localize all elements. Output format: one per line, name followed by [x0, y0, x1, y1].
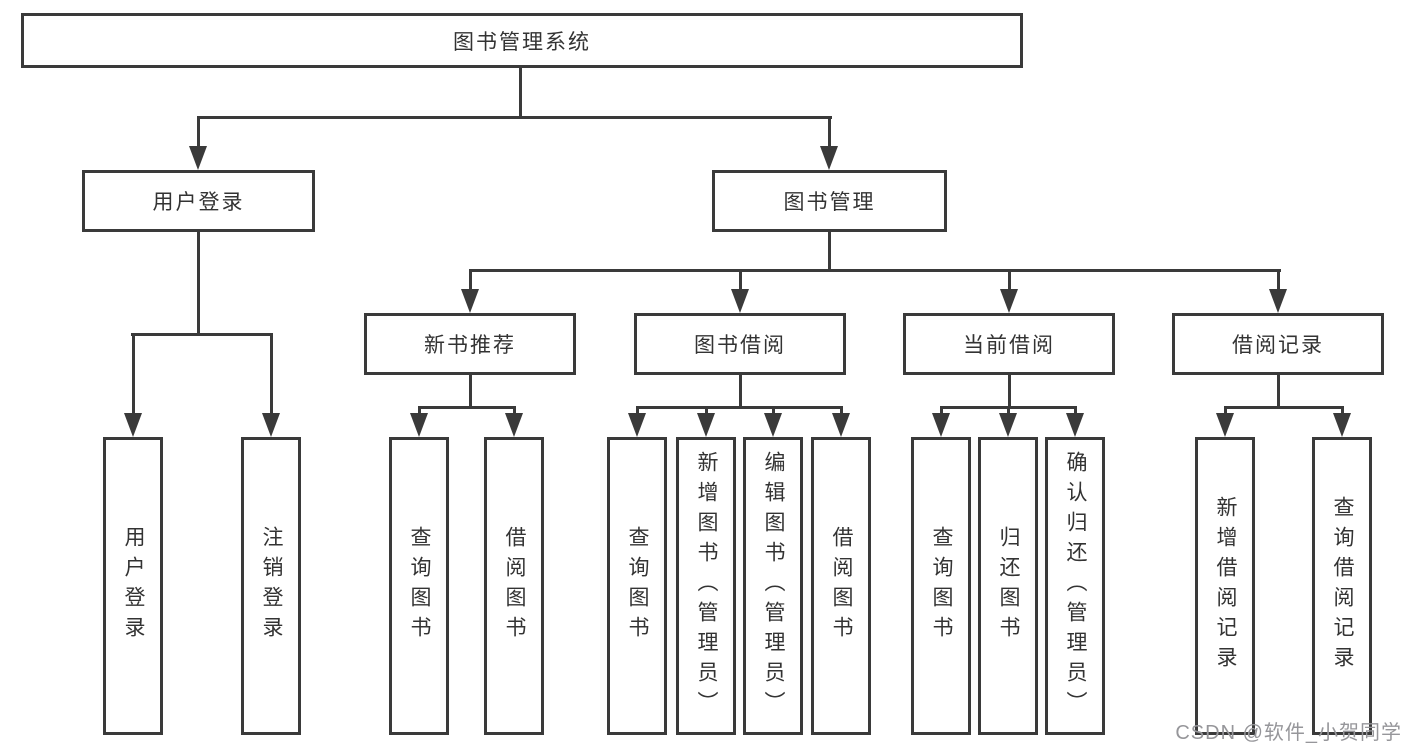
- connector-stem: [1277, 375, 1280, 409]
- node-borrowing-records: 借阅记录: [1172, 313, 1384, 375]
- arrow-down-icon: [1333, 413, 1351, 437]
- leaf-query-borrow-record: 查询借阅记录: [1312, 437, 1372, 735]
- connector-drop: [739, 269, 742, 291]
- connector-rail: [636, 406, 843, 409]
- connector-stem: [197, 232, 200, 335]
- arrow-down-icon: [999, 413, 1017, 437]
- connector-level1-rail: [197, 116, 832, 119]
- leaf-edit-book-admin: 编辑图书（管理员）: [743, 437, 803, 735]
- arrow-down-icon: [262, 413, 280, 437]
- connector-level2-rail: [469, 269, 1281, 272]
- connector-drop: [132, 333, 135, 415]
- node-book-management: 图书管理: [712, 170, 947, 232]
- connector-drop: [636, 406, 639, 418]
- connector-drop: [705, 406, 708, 418]
- arrow-down-icon: [764, 413, 782, 437]
- connector-rail: [1224, 406, 1344, 409]
- leaf-query-books-current: 查询图书: [911, 437, 971, 735]
- connector-drop: [270, 333, 273, 415]
- leaf-user-login: 用户登录: [103, 437, 163, 735]
- leaf-borrow-books-borrowing: 借阅图书: [811, 437, 871, 735]
- leaf-query-books-borrowing: 查询图书: [607, 437, 667, 735]
- leaf-add-borrow-record: 新增借阅记录: [1195, 437, 1255, 735]
- connector-drop: [418, 406, 421, 418]
- leaf-add-book-admin: 新增图书（管理员）: [676, 437, 736, 735]
- node-user-login-label: 用户登录: [152, 191, 245, 214]
- arrow-down-icon: [1269, 289, 1287, 313]
- connector-drop: [1341, 406, 1344, 418]
- connector-drop: [197, 116, 200, 148]
- node-book-management-label: 图书管理: [783, 191, 876, 214]
- node-new-book-recommend-label: 新书推荐: [424, 334, 516, 357]
- leaf-logout: 注销登录: [241, 437, 301, 735]
- node-user-login: 用户登录: [82, 170, 315, 232]
- connector-stem: [469, 375, 472, 409]
- arrow-down-icon: [1000, 289, 1018, 313]
- connector-drop: [940, 406, 943, 418]
- leaf-borrow-books-recommend: 借阅图书: [484, 437, 544, 735]
- connector-stem: [1008, 375, 1011, 409]
- arrow-down-icon: [932, 413, 950, 437]
- node-borrowing-records-label: 借阅记录: [1232, 334, 1324, 357]
- arrow-down-icon: [820, 146, 838, 170]
- node-current-borrowing-label: 当前借阅: [963, 334, 1055, 357]
- connector-rail: [418, 406, 516, 409]
- node-current-borrowing: 当前借阅: [903, 313, 1115, 375]
- connector-drop: [772, 406, 775, 418]
- connector-drop: [828, 116, 831, 148]
- arrow-down-icon: [1216, 413, 1234, 437]
- connector-drop: [513, 406, 516, 418]
- leaf-query-books-recommend: 查询图书: [389, 437, 449, 735]
- node-new-book-recommend: 新书推荐: [364, 313, 576, 375]
- connector-stem: [828, 232, 831, 271]
- arrow-down-icon: [189, 146, 207, 170]
- arrow-down-icon: [410, 413, 428, 437]
- arrow-down-icon: [628, 413, 646, 437]
- leaf-return-book: 归还图书: [978, 437, 1038, 735]
- csdn-watermark: CSDN @软件_小贺同学: [1175, 722, 1402, 744]
- connector-drop: [1074, 406, 1077, 418]
- connector-drop: [1224, 406, 1227, 418]
- arrow-down-icon: [1066, 413, 1084, 437]
- connector-stem: [739, 375, 742, 409]
- arrow-down-icon: [124, 413, 142, 437]
- connector-drop: [469, 269, 472, 291]
- connector-drop: [1277, 269, 1280, 291]
- arrow-down-icon: [697, 413, 715, 437]
- node-root: 图书管理系统: [21, 13, 1023, 68]
- node-root-label: 图书管理系统: [453, 30, 591, 54]
- node-book-borrowing: 图书借阅: [634, 313, 846, 375]
- arrow-down-icon: [461, 289, 479, 313]
- arrow-down-icon: [731, 289, 749, 313]
- connector-rail: [131, 333, 273, 336]
- arrow-down-icon: [832, 413, 850, 437]
- connector-drop: [840, 406, 843, 418]
- connector-drop: [1008, 269, 1011, 291]
- connector-root-stem: [519, 68, 522, 118]
- arrow-down-icon: [505, 413, 523, 437]
- connector-drop: [1007, 406, 1010, 418]
- node-book-borrowing-label: 图书借阅: [694, 334, 786, 357]
- leaf-confirm-return-admin: 确认归还（管理员）: [1045, 437, 1105, 735]
